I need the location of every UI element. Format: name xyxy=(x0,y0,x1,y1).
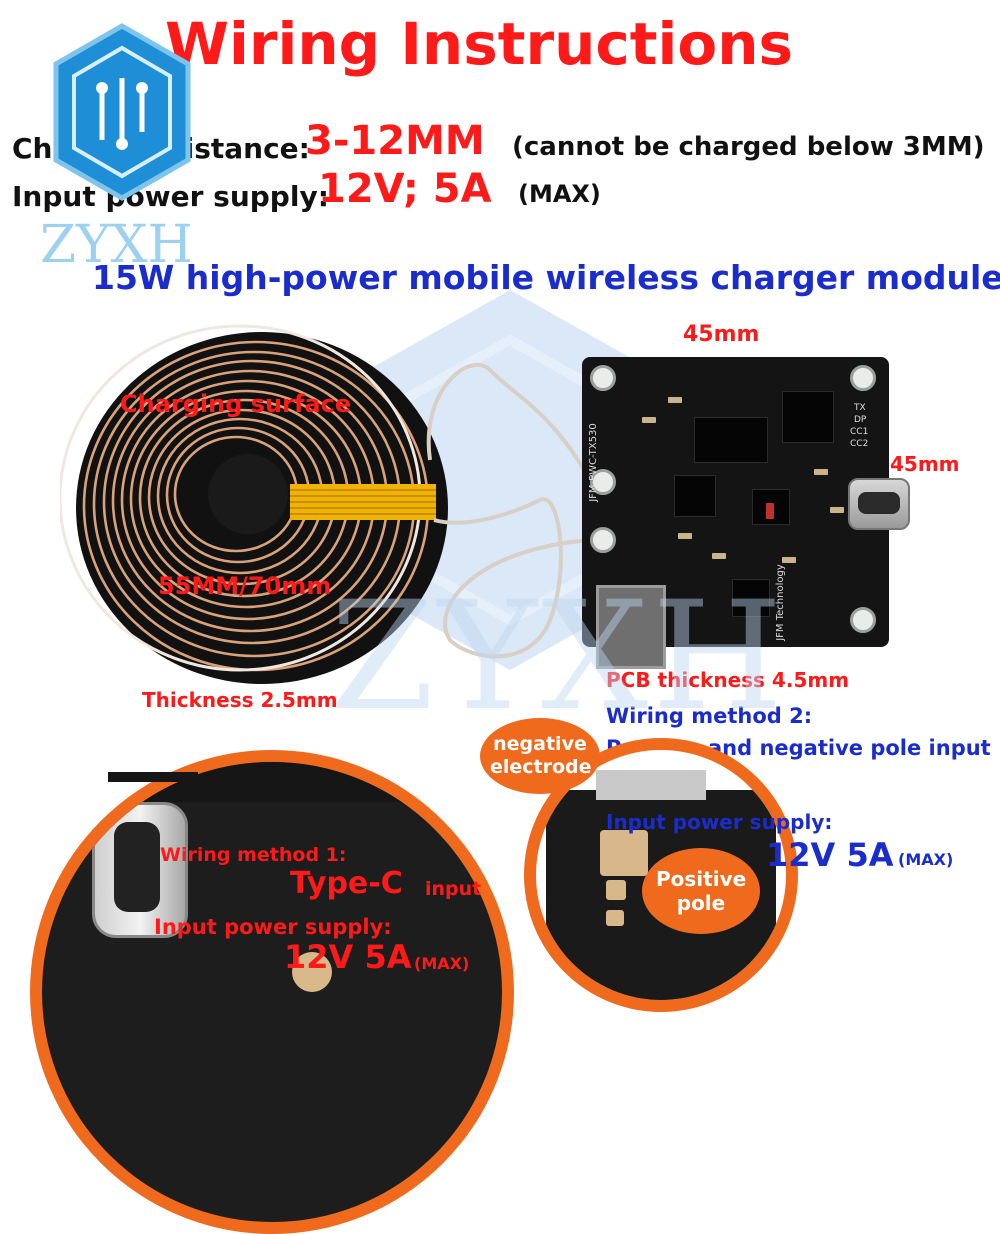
method1-power-label: Input power supply: xyxy=(154,915,392,939)
pcb-pin-cc2: CC2 xyxy=(850,439,869,449)
charging-coil xyxy=(60,324,448,684)
typec-board-edge xyxy=(108,772,198,782)
pcb-silk-model: JFM-PWC-TX530 xyxy=(587,423,599,502)
distance-note: (cannot be charged below 3MM) xyxy=(512,132,985,162)
pcb-thickness-label: PCB thickness 4.5mm xyxy=(606,668,850,692)
power-note: (MAX) xyxy=(518,180,601,208)
pcb-height-label: 45mm xyxy=(890,452,960,476)
pcb-pin-cc1: CC1 xyxy=(850,427,869,437)
brand-hexagon-icon xyxy=(53,23,191,201)
method2-title: Wiring method 2: xyxy=(606,704,813,728)
inductor-component xyxy=(596,585,666,669)
pcb-pin-tx: TX xyxy=(854,403,866,413)
pcb-pin-dp: DP xyxy=(854,415,867,425)
charging-surface-label: Charging surface xyxy=(120,390,352,418)
typec-closeup xyxy=(30,750,514,1234)
method1-type-suffix: input xyxy=(425,878,482,900)
page-title: Wiring Instructions xyxy=(165,10,794,78)
negative-electrode-label: negative electrode xyxy=(490,733,592,778)
positive-pole-label: Positive pole xyxy=(656,867,747,915)
usb-c-port xyxy=(848,478,910,530)
method1-power-note: (MAX) xyxy=(414,954,470,973)
coil-thickness-label: Thickness 2.5mm xyxy=(142,688,338,712)
method2-power-note: (MAX) xyxy=(898,850,954,869)
pcb-width-label: 45mm xyxy=(683,322,760,347)
module-subtitle: 15W high-power mobile wireless charger m… xyxy=(92,258,1000,297)
watermark-brand-text: ZYXH xyxy=(330,570,787,744)
method1-title: Wiring method 1: xyxy=(160,844,347,866)
distance-value: 3-12MM xyxy=(305,118,485,164)
method1-power-value: 12V 5A xyxy=(284,938,412,976)
brand-name: ZYXH xyxy=(40,215,193,275)
coil-size-label: 55MM/70mm xyxy=(158,572,332,600)
negative-electrode-badge: negative electrode xyxy=(480,718,600,794)
method2-power-label: Input power supply: xyxy=(606,810,833,834)
coil-wires xyxy=(426,362,592,659)
positive-pole-badge: Positive pole xyxy=(642,848,760,934)
method2-power-value: 12V 5A xyxy=(766,836,894,874)
power-label: Input power supply: xyxy=(12,180,329,213)
power-value: 12V; 5A xyxy=(318,166,492,212)
method1-type: Type-C xyxy=(290,866,403,901)
